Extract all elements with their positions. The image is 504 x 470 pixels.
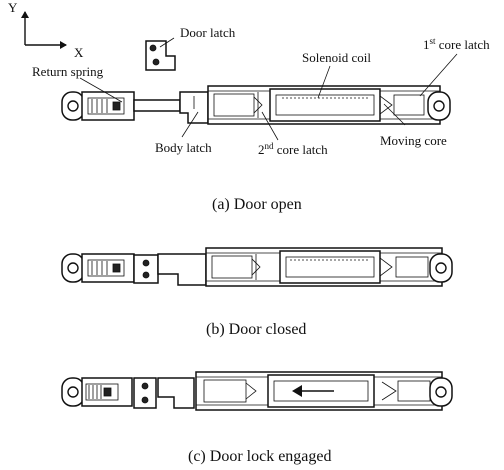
assembly-door-open — [61, 85, 451, 125]
leader-lines — [79, 37, 458, 141]
label-solenoid-coil: Solenoid coil — [302, 50, 371, 65]
label-2nd-core-latch: 2nd core latch — [258, 141, 328, 157]
y-axis-label: Y — [8, 0, 18, 15]
label-moving-core: Moving core — [380, 133, 447, 148]
label-return-spring: Return spring — [32, 64, 104, 79]
x-axis-label: X — [74, 45, 84, 60]
assembly-door-lock-engaged — [61, 371, 453, 411]
axis-indicator: Y X — [8, 0, 84, 60]
caption-door-closed: (b) Door closed — [206, 321, 306, 338]
label-door-latch: Door latch — [180, 25, 236, 40]
label-body-latch: Body latch — [155, 140, 212, 155]
caption-door-lock-engaged: (c) Door lock engaged — [188, 448, 332, 465]
assembly-door-closed — [61, 247, 453, 287]
caption-door-open: (a) Door open — [212, 196, 302, 213]
door-latch-part — [145, 40, 176, 71]
label-1st-core-latch: 1st core latch — [423, 36, 490, 52]
